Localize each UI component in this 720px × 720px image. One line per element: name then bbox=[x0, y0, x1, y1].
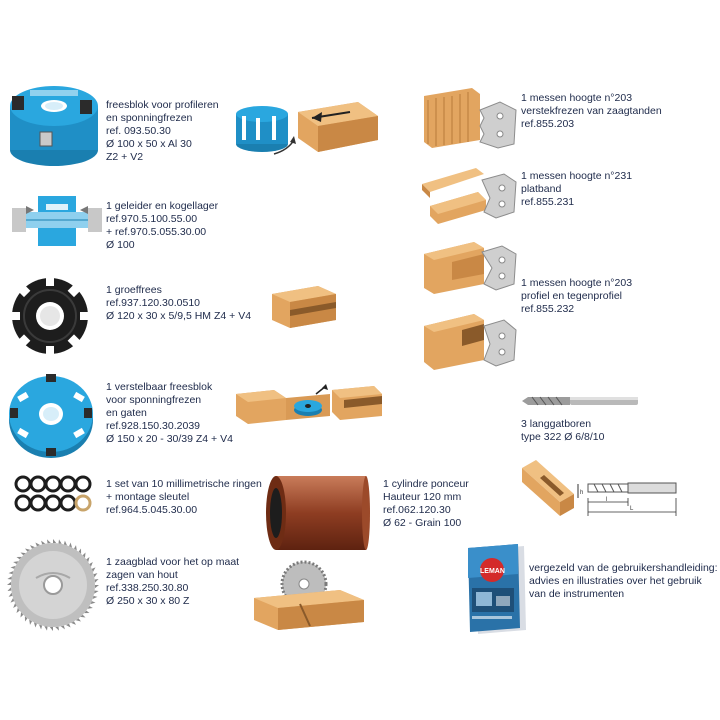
saw-tooth bbox=[78, 548, 82, 554]
messen-203-image bbox=[420, 86, 518, 150]
saw-tooth bbox=[91, 567, 96, 573]
saw-tooth bbox=[82, 552, 86, 558]
saw-tooth bbox=[55, 626, 60, 631]
freesblok-usage-image bbox=[232, 98, 382, 160]
item-messen-231-text: 1 messen hoogte n°231 platband ref.855.2… bbox=[521, 170, 633, 208]
saw-tooth bbox=[10, 597, 15, 603]
saw-tooth bbox=[87, 606, 93, 609]
saw-tooth bbox=[65, 623, 71, 628]
zaag-usage-image bbox=[250, 560, 368, 632]
saw-tooth bbox=[94, 590, 99, 594]
saw-tooth bbox=[46, 539, 51, 544]
saw-tooth bbox=[33, 622, 37, 628]
saw-tooth bbox=[30, 545, 35, 549]
saw-tooth bbox=[92, 595, 98, 600]
saw-tooth bbox=[7, 587, 12, 592]
saw-tooth bbox=[38, 624, 43, 630]
geleider-image bbox=[10, 192, 104, 250]
item-ringen-text: 1 set van 10 millimetrische ringen + mon… bbox=[106, 478, 262, 516]
saw-tooth bbox=[20, 552, 26, 556]
messen-232-profiel-image bbox=[422, 240, 518, 296]
item-langgatboren-text: 3 langgatboren type 322 Ø 6/8/10 bbox=[521, 418, 605, 443]
zaagblad-image bbox=[6, 538, 100, 632]
saw-tooth bbox=[44, 626, 48, 631]
saw-tooth bbox=[13, 603, 17, 608]
item-groeffrees-text: 1 groeffrees ref.937.120.30.0510 Ø 120 x… bbox=[106, 284, 252, 322]
item-messen-232-text: 1 messen hoogte n°203 profiel en tegenpr… bbox=[521, 277, 633, 315]
cylindre-ponceur-image bbox=[266, 470, 370, 556]
dimension-h-label: h bbox=[580, 490, 583, 496]
item-geleider-text: 1 geleider en kogellager ref.970.5.100.5… bbox=[106, 200, 219, 251]
saw-tooth bbox=[94, 585, 99, 589]
item-messen-203-text: 1 messen hoogte n°203 verstekfrezen van … bbox=[521, 92, 662, 130]
saw-tooth bbox=[80, 614, 86, 618]
messen-231-image bbox=[420, 162, 518, 232]
saw-tooth bbox=[8, 592, 13, 597]
saw-tooth bbox=[7, 581, 12, 585]
saw-tooth bbox=[16, 556, 22, 560]
ringen-set-image bbox=[14, 474, 94, 514]
sponning-usage-image bbox=[234, 380, 384, 430]
saw-tooth bbox=[41, 540, 46, 545]
freesblok-image bbox=[6, 80, 102, 172]
saw-tooth bbox=[24, 616, 28, 622]
langgat-diagram-image: h l L bbox=[520, 458, 680, 520]
saw-tooth bbox=[63, 540, 68, 546]
saw-tooth bbox=[71, 621, 76, 625]
saw-tooth bbox=[13, 561, 19, 564]
dimension-l-label: l bbox=[606, 497, 607, 503]
saw-tooth bbox=[60, 625, 65, 630]
saw-tooth bbox=[29, 619, 32, 625]
langgatboor-image bbox=[520, 394, 640, 408]
saw-tooth bbox=[75, 618, 82, 622]
saw-tooth bbox=[53, 539, 57, 544]
groef-usage-image bbox=[270, 284, 338, 328]
messen-232-tegenprofiel-image bbox=[422, 312, 518, 372]
saw-tooth bbox=[90, 601, 96, 605]
saw-tooth bbox=[49, 626, 53, 631]
saw-tooth bbox=[84, 610, 90, 614]
saw-tooth bbox=[93, 573, 98, 578]
item-freesblok-text: freesblok voor profileren en sponningfre… bbox=[106, 99, 219, 163]
item-cylindre-text: 1 cylindre ponceur Hauteur 120 mm ref.06… bbox=[383, 478, 469, 529]
saw-tooth bbox=[16, 607, 20, 614]
item-verstelbaar-text: 1 verstelbaar freesblok voor sponningfre… bbox=[106, 381, 233, 445]
dimension-L-label: L bbox=[630, 506, 634, 512]
saw-tooth bbox=[58, 539, 62, 544]
groeffrees-image bbox=[8, 274, 92, 358]
manual-booklet-image: LEMAN bbox=[466, 544, 528, 636]
saw-tooth bbox=[8, 570, 14, 575]
item-zaagblad-text: 1 zaagblad voor het op maat zagen van ho… bbox=[106, 556, 240, 607]
saw-tooth bbox=[74, 545, 77, 551]
saw-tooth bbox=[20, 612, 24, 618]
saw-tooth bbox=[89, 562, 93, 567]
saw-tooth bbox=[24, 548, 31, 552]
saw-tooth bbox=[35, 542, 41, 547]
item-handleiding-text: vergezeld van de gebruikershandleiding: … bbox=[529, 562, 718, 600]
saw-tooth bbox=[10, 565, 16, 569]
manual-brand-label: LEMAN bbox=[480, 568, 505, 575]
saw-tooth bbox=[7, 576, 12, 580]
saw-tooth bbox=[86, 556, 90, 563]
saw-tooth bbox=[94, 578, 99, 583]
saw-tooth bbox=[69, 542, 73, 548]
verstelbaar-freesblok-image bbox=[6, 372, 96, 460]
